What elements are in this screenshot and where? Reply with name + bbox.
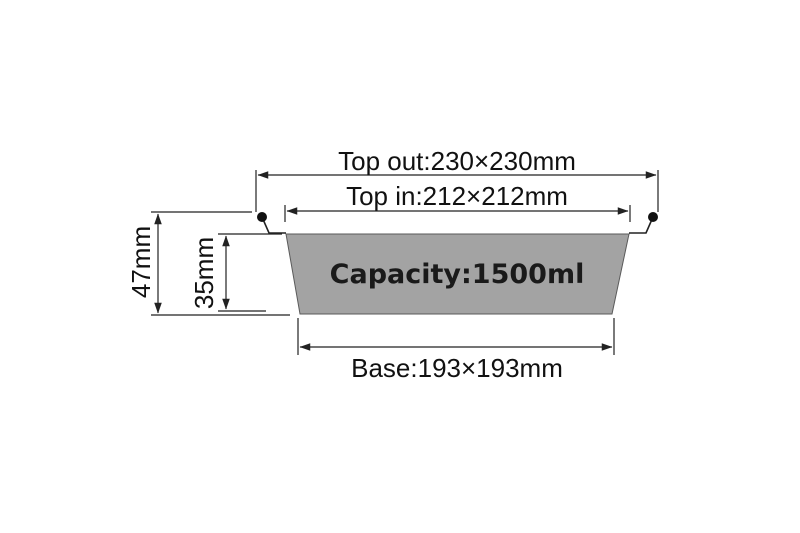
top-in-label: Top in:212×212mm [346,181,568,211]
capacity-label: Capacity:1500ml [330,259,585,290]
container-body [285,233,630,315]
height-inner-dimension [218,233,282,312]
top-in-dimension [284,205,631,222]
height-outer-label: 47mm [126,226,156,298]
top-out-dimension [255,170,659,212]
rim-bead-right [648,212,658,222]
height-outer-dimension [151,211,290,316]
height-inner-label: 35mm [189,237,219,309]
top-out-label: Top out:230×230mm [338,146,576,176]
rim-bead-left [257,212,267,222]
base-dimension [297,318,615,355]
base-label: Base:193×193mm [351,353,563,383]
container-rim [261,216,654,234]
